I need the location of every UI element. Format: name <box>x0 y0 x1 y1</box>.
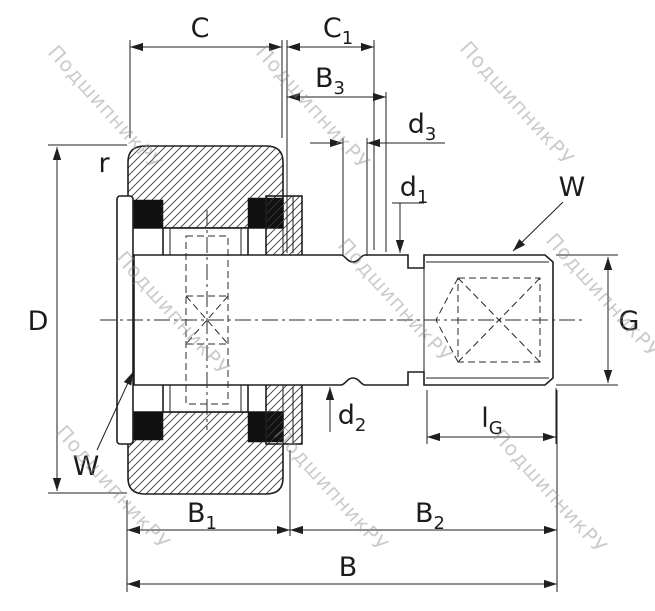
dim-d2: d2 <box>325 387 367 436</box>
dim-label-B1: B1 <box>187 498 217 534</box>
dim-d3: d3 <box>310 109 445 256</box>
dim-W-bottom: W <box>73 371 134 482</box>
dim-label-d2: d2 <box>338 400 367 436</box>
dim-label-G: G <box>619 306 640 337</box>
dim-label-d1: d1 <box>400 172 429 208</box>
dim-label-B: B <box>339 552 358 583</box>
watermark-text: ПодшипникРУ <box>269 422 393 556</box>
dim-label-C1: C1 <box>323 13 353 49</box>
dim-B3: B3 <box>287 63 387 252</box>
dim-C: C <box>129 13 283 138</box>
centerlines <box>100 210 582 430</box>
dim-B2: B2 <box>290 390 558 592</box>
dim-D: D <box>28 144 127 494</box>
seal-top-left <box>132 199 164 229</box>
watermark-text: ПодшипникРУ <box>455 36 579 170</box>
dim-label-W-bottom: W <box>73 451 100 482</box>
seal-bottom-left <box>132 411 164 441</box>
stud-collar-section <box>265 195 303 445</box>
dim-B1: B1 <box>126 450 291 592</box>
outer-ring-section <box>127 145 284 495</box>
needle-rollers <box>162 227 249 413</box>
dim-d1: d1 <box>392 172 428 253</box>
dim-label-C: C <box>191 13 210 44</box>
dim-G: G <box>556 254 640 386</box>
watermark-text: ПодшипникРУ <box>488 424 612 558</box>
dim-label-D: D <box>28 306 49 337</box>
dim-label-B3: B3 <box>315 63 345 99</box>
dim-label-B2: B2 <box>415 498 445 534</box>
dim-label-W-top: W <box>559 172 586 203</box>
dim-label-lG: lG <box>481 403 502 439</box>
dim-B: B <box>127 552 557 589</box>
dim-label-d3: d3 <box>408 109 437 145</box>
dim-W-top: W <box>512 172 586 252</box>
dim-label-r: r <box>98 148 110 179</box>
watermark-text: ПодшипникРУ <box>541 228 655 362</box>
dim-lG: lG <box>426 388 557 444</box>
